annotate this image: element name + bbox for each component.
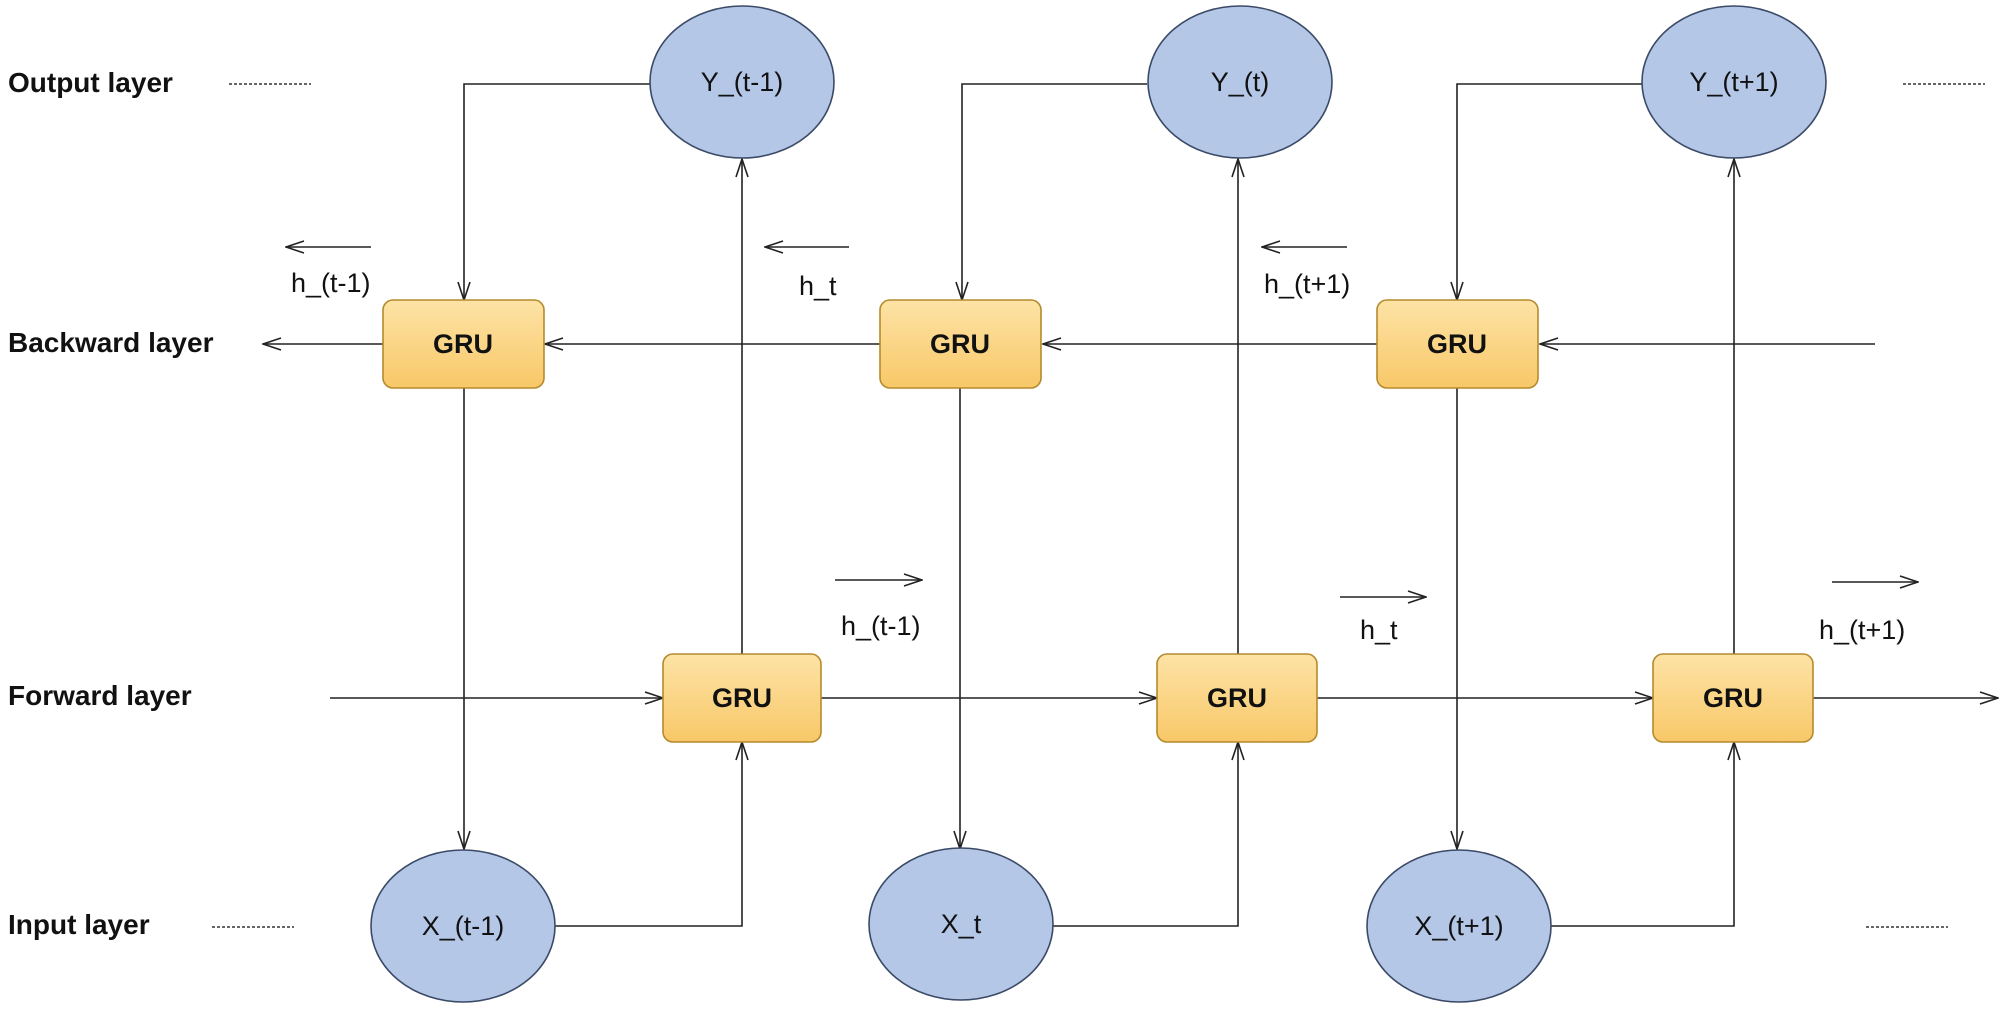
backward-state-label-3: h_(t+1) <box>1264 269 1350 299</box>
connector-x3-to-forward-gru3 <box>1551 742 1734 927</box>
connector-y2-to-backward-gru2 <box>962 83 1147 300</box>
connector-x2-to-forward-gru2 <box>1053 742 1238 927</box>
backward-gru-2-label: GRU <box>930 329 990 359</box>
connector-y3-to-backward-gru3 <box>1457 83 1642 300</box>
output-node-2-label: Y_(t) <box>1211 67 1270 97</box>
output-node-3-label: Y_(t+1) <box>1689 67 1778 97</box>
input-node-2-shape <box>868 847 1054 1001</box>
forward-gru-3: GRU <box>1652 653 1814 743</box>
input-node-3: X_(t+1) <box>1366 849 1552 1003</box>
forward-gru-1-box <box>662 653 822 743</box>
forward-gru-1: GRU <box>662 653 822 743</box>
input-node-3-shape <box>1366 849 1552 1003</box>
forward-gru-2: GRU <box>1156 653 1318 743</box>
forward-state-label-2: h_t <box>1360 615 1398 645</box>
forward-gru-3-label: GRU <box>1703 683 1763 713</box>
forward-gru-3-box <box>1652 653 1814 743</box>
output-node-2-shape <box>1147 5 1333 159</box>
output-node-1-label: Y_(t-1) <box>701 67 784 97</box>
backward-gru-2-box <box>879 299 1042 389</box>
input-node-1: X_(t-1) <box>370 849 556 1003</box>
input-layer-label: Input layer <box>8 909 150 940</box>
output-node-1-shape <box>649 5 835 159</box>
forward-state-label-1: h_(t-1) <box>841 611 921 641</box>
output-node-3: Y_(t+1) <box>1641 5 1827 159</box>
forward-gru-1-label: GRU <box>712 683 772 713</box>
state-arrows <box>286 247 1918 597</box>
input-node-3-label: X_(t+1) <box>1414 911 1503 941</box>
output-layer-label: Output layer <box>8 67 173 98</box>
backward-gru-3-label: GRU <box>1427 329 1487 359</box>
backward-gru-3-box <box>1376 299 1539 389</box>
input-node-1-shape <box>370 849 556 1003</box>
forward-gru-2-label: GRU <box>1207 683 1267 713</box>
output-node-1: Y_(t-1) <box>649 5 835 159</box>
backward-gru-3: GRU <box>1376 299 1539 389</box>
backward-gru-1-box <box>382 299 545 389</box>
forward-layer-label: Forward layer <box>8 680 192 711</box>
input-node-1-label: X_(t-1) <box>422 911 505 941</box>
backward-gru-1: GRU <box>382 299 545 389</box>
input-node-2: X_t <box>868 847 1054 1001</box>
input-node-2-label: X_t <box>941 909 982 939</box>
connections <box>263 83 1998 927</box>
backward-state-label-2: h_t <box>799 271 837 301</box>
backward-gru-2: GRU <box>879 299 1042 389</box>
forward-state-label-3: h_(t+1) <box>1819 615 1905 645</box>
backward-state-label-1: h_(t-1) <box>291 268 371 298</box>
output-node-3-shape <box>1641 5 1827 159</box>
backward-gru-1-label: GRU <box>433 329 493 359</box>
connector-x1-to-forward-gru1 <box>555 742 742 927</box>
backward-layer-label: Backward layer <box>8 327 214 358</box>
forward-gru-2-box <box>1156 653 1318 743</box>
output-node-2: Y_(t) <box>1147 5 1333 159</box>
connector-y1-to-backward-gru1 <box>464 83 650 300</box>
